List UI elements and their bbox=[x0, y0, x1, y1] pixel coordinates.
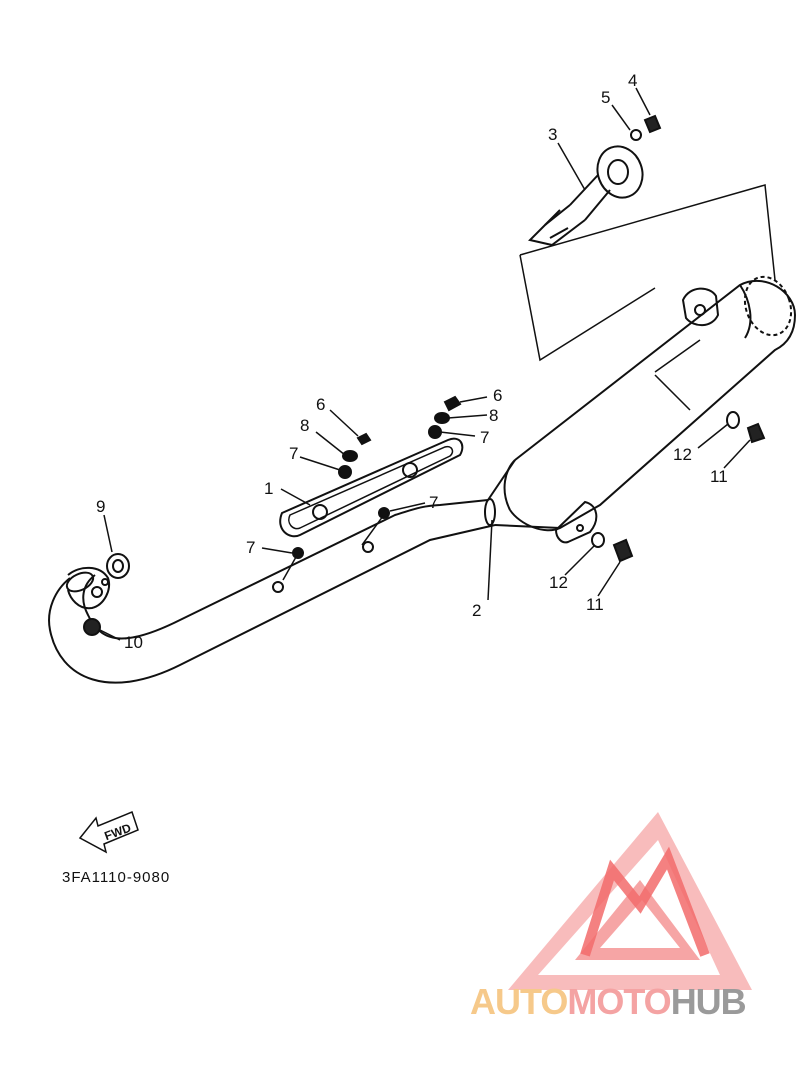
forward-arrow-icon: FWD bbox=[78, 811, 139, 854]
callout-7a: 7 bbox=[289, 444, 298, 463]
brand-hub: HUB bbox=[671, 981, 746, 1022]
leader-lines bbox=[99, 87, 751, 641]
callout-2: 2 bbox=[472, 601, 481, 620]
callout-8b: 8 bbox=[489, 406, 498, 425]
part-code: 3FA1110-9080 bbox=[62, 869, 170, 886]
svg-text:AUTOMOTOHUB: AUTOMOTOHUB bbox=[470, 981, 746, 1022]
callout-3: 3 bbox=[548, 125, 557, 144]
callout-12: 12 bbox=[673, 445, 692, 464]
callout-labels: 1 2 3 4 5 6 6 8 8 7 7 7 7 9 10 11 11 12 … bbox=[96, 71, 728, 652]
callout-12b: 12 bbox=[549, 573, 568, 592]
callout-6: 6 bbox=[316, 395, 325, 414]
brand-auto: AUTO bbox=[470, 981, 567, 1022]
brand-moto: MOTO bbox=[567, 981, 670, 1022]
callout-5: 5 bbox=[601, 88, 610, 107]
callout-6b: 6 bbox=[493, 386, 502, 405]
callout-9: 9 bbox=[96, 497, 105, 516]
callout-1: 1 bbox=[264, 479, 273, 498]
callout-10: 10 bbox=[124, 633, 143, 652]
heat-protector bbox=[279, 437, 464, 538]
callout-11: 11 bbox=[710, 467, 728, 486]
watermark-logo bbox=[508, 812, 752, 990]
callout-7c: 7 bbox=[429, 493, 438, 512]
exhaust-pipe bbox=[48, 499, 496, 684]
callout-11b: 11 bbox=[586, 595, 604, 614]
callout-7d: 7 bbox=[246, 538, 255, 557]
hardware-parts bbox=[83, 114, 766, 636]
callout-4: 4 bbox=[628, 71, 637, 90]
inner-pipe-assembly bbox=[519, 145, 776, 411]
callout-8: 8 bbox=[300, 416, 309, 435]
fwd-label: FWD bbox=[102, 821, 133, 844]
callout-7b: 7 bbox=[480, 428, 489, 447]
exhaust-muffler bbox=[484, 275, 797, 544]
watermark-brand: AUTOMOTOHUB bbox=[470, 981, 747, 1022]
